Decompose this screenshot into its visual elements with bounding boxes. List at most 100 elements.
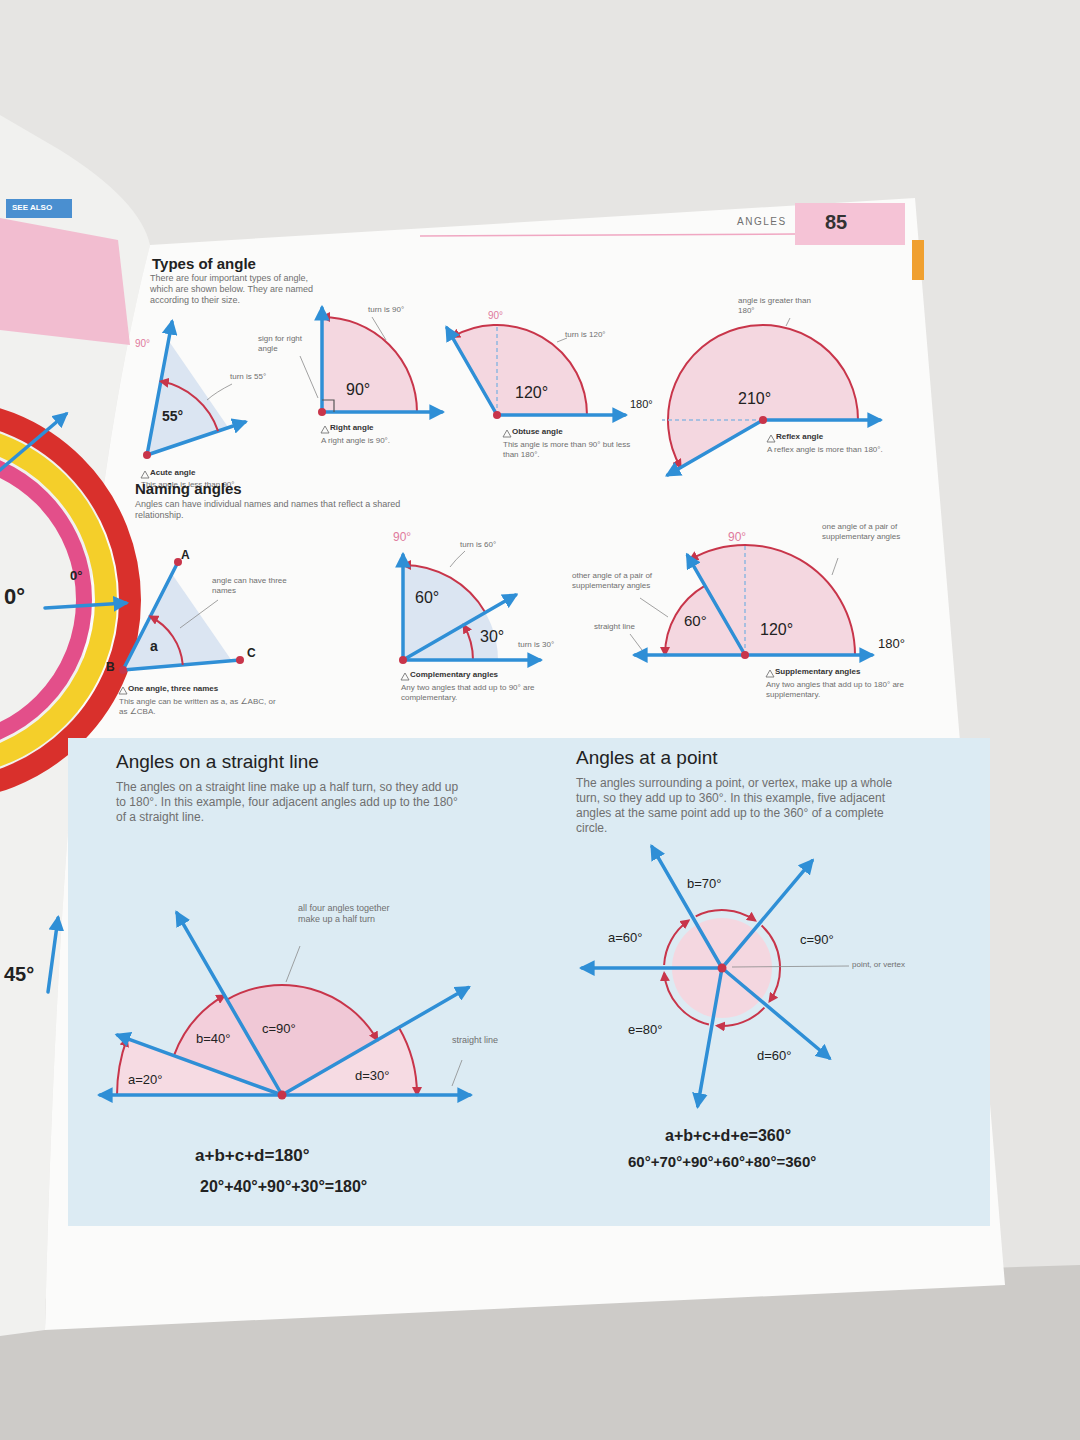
angle-label: 55° <box>162 408 183 425</box>
obtuse-angle-figure <box>447 328 497 415</box>
supplementary-figure <box>635 653 745 657</box>
angle-label: a=60° <box>608 930 642 946</box>
angle-label: Any two angles that add up to 90° are co… <box>401 683 571 703</box>
node-body: The angles surrounding a point, or verte… <box>576 776 906 836</box>
angle-label: e=80° <box>628 1022 662 1038</box>
supplementary-figure <box>741 651 749 659</box>
angle-label: B <box>106 660 115 675</box>
angle-label: c=90° <box>800 932 834 948</box>
angle-label: straight line <box>452 1035 507 1046</box>
angle-label: This angle is more than 90° but less tha… <box>503 440 633 460</box>
reflex-angle-figure <box>786 318 790 326</box>
angle-label: a <box>150 638 158 655</box>
angle-label: C <box>247 646 256 661</box>
angle-label: a+b+c+d=180° <box>195 1146 310 1167</box>
angles-at-point-figure <box>652 847 722 968</box>
naming-angle-figure <box>180 600 218 628</box>
reflex-angle-figure <box>767 435 775 442</box>
photo-ground <box>45 198 1005 1330</box>
angle-label: 60° <box>415 588 439 608</box>
supplementary-figure <box>688 555 746 655</box>
angle-label: b=40° <box>196 1031 230 1047</box>
angle-label: Obtuse angle <box>512 427 563 437</box>
acute-angle-figure <box>141 471 149 478</box>
angle-label: straight line <box>594 622 635 632</box>
angles-at-point-figure <box>698 968 722 1106</box>
left-page-art <box>6 199 72 218</box>
right-angle-figure <box>318 408 326 416</box>
angle-label: Naming angles <box>135 480 242 498</box>
left-page-art <box>0 410 130 790</box>
supplementary-figure <box>745 653 872 657</box>
angles-at-point-figure <box>582 966 722 970</box>
left-page-art <box>45 603 126 608</box>
naming-angle-figure <box>174 558 182 566</box>
right-angle-figure <box>320 308 324 412</box>
angle-label: 20°+40°+90°+30°=180° <box>200 1177 367 1197</box>
angle-label: 180° <box>878 636 905 652</box>
reflex-angle-figure <box>662 419 763 421</box>
angle-label: one angle of a pair of supplementary ang… <box>822 522 902 542</box>
angle-label: 180° <box>630 398 653 411</box>
complementary-figure <box>450 551 465 567</box>
angles-at-point-figure <box>718 964 727 973</box>
angle-label: One angle, three names <box>128 684 218 694</box>
angle-label: 45° <box>4 962 34 986</box>
blue-panel <box>68 738 990 1226</box>
angles-at-point-figure <box>732 966 849 967</box>
reflex-angle-figure <box>668 420 763 475</box>
angle-label: Types of angle <box>152 255 256 273</box>
page-tab: 85 <box>795 203 905 245</box>
naming-angle-figure <box>236 656 244 664</box>
left-page-art <box>0 218 130 345</box>
angles-at-point-figure <box>664 973 709 1024</box>
angle-label: turn is 30° <box>518 640 554 650</box>
angle-label: 0° <box>70 568 82 584</box>
angle-label: 90° <box>393 530 411 545</box>
angle-label: point, or vertex <box>852 960 905 970</box>
obtuse-angle-figure <box>493 411 501 419</box>
angles-at-point-figure <box>717 1008 765 1026</box>
left-page-art <box>0 434 106 766</box>
acute-angle-figure <box>147 322 172 455</box>
supplementary-figure <box>744 546 746 655</box>
reflex-angle-figure <box>759 416 767 424</box>
straight-line-figure <box>399 1028 417 1096</box>
angle-label: 120° <box>760 620 793 640</box>
angles-at-point-figure <box>762 926 780 1002</box>
node-heading: Angles at a point <box>576 746 718 770</box>
right-angle-figure <box>300 308 442 433</box>
complementary-figure <box>403 565 485 613</box>
angle-label: Right angle <box>330 423 374 433</box>
right-angle-figure <box>300 356 318 398</box>
angles-at-point-figure <box>664 921 689 966</box>
complementary-figure <box>403 658 540 662</box>
right-angle-figure <box>322 317 417 412</box>
supplementary-figure <box>640 598 668 617</box>
angle-label: Reflex angle <box>776 432 823 442</box>
left-page-art <box>48 918 58 992</box>
right-angle-figure <box>322 410 442 414</box>
angle-label: A <box>181 548 190 563</box>
acute-angle-figure <box>143 451 151 459</box>
straight-line-figure <box>286 946 300 982</box>
straight-line-figure <box>282 988 468 1096</box>
naming-angle-figure <box>150 617 183 665</box>
complementary-figure <box>401 673 409 680</box>
angle-label: a=20° <box>128 1072 162 1088</box>
angles-at-point-figure <box>582 847 849 1106</box>
node-heading: Angles on a straight line <box>116 750 319 774</box>
supplementary-figure <box>832 558 838 575</box>
obtuse-angle-figure <box>447 324 625 437</box>
angle-label: turn is 90° <box>368 305 404 315</box>
angle-label: 90° <box>135 338 150 350</box>
angle-label: SEE ALSO <box>12 203 52 213</box>
angle-label: 120° <box>515 383 548 403</box>
angle-label: turn is 55° <box>230 372 266 382</box>
straight-line-figure <box>100 1093 282 1097</box>
straight-line-figure <box>452 1060 462 1086</box>
angle-label: all four angles together make up a half … <box>298 903 408 925</box>
angles-at-point-figure <box>722 968 829 1058</box>
right-angle-figure <box>321 426 329 433</box>
